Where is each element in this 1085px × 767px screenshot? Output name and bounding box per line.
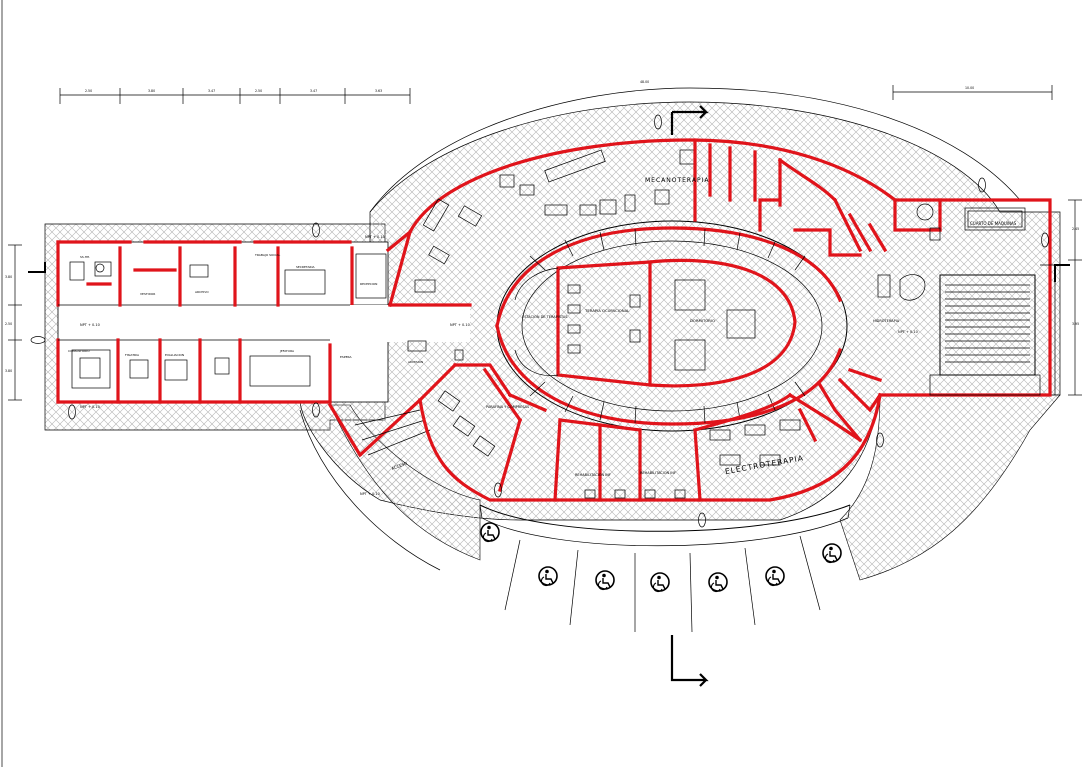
label-acceso: ACCESO (391, 461, 408, 471)
label-vestidor: VESTIDOR (140, 292, 155, 296)
level-mark: NPT + 0.10 (80, 405, 100, 409)
label-admision: ADMISION (408, 360, 423, 364)
oval-building (388, 138, 1056, 502)
label-rehab-1: REHABILITACION INF (575, 473, 611, 477)
label-dormitorio: DORMITORIO (690, 318, 715, 323)
dimension-text: 2.45 (1072, 227, 1079, 231)
label-rehab-2: REHABILITACION INF (640, 471, 676, 475)
dimension-lines (8, 85, 1082, 401)
label-jefatura: JEFATURA (279, 349, 295, 353)
label-hidroterapia: HIDROTERAPIA (873, 319, 900, 323)
level-mark: NPT + 0.10 (80, 323, 100, 327)
dimension-text: 2.50 (255, 89, 262, 93)
dimension-text: 3.95 (1072, 322, 1079, 326)
label-recepcion: RECEPCION (360, 282, 377, 286)
dimension-text: 3.63 (375, 89, 382, 93)
label-sshh: SS.HH. (80, 255, 90, 259)
site-arc-lower (299, 409, 441, 571)
dimension-text: 10.00 (965, 86, 974, 90)
label-consultorio: CONSULTORIO (68, 349, 90, 353)
label-mecanoterapia: MECANOTERAPIA (645, 177, 709, 184)
label-fisiatria: FISIATRIA (125, 353, 140, 357)
dimension-text: 2.50 (5, 322, 12, 326)
label-cuarto-maquinas: CUARTO DE MAQUINAS (970, 221, 1017, 226)
label-trabajo-social: TRABAJO SOCIAL (254, 253, 280, 257)
dimension-text: 48.00 (640, 80, 649, 84)
label-archivo: ARCHIVO (195, 290, 209, 294)
site-arc (369, 87, 1021, 213)
level-marks: NPT + 0.10 NPT + 0.10 NPT + 0.10 NPT + 0… (80, 235, 918, 496)
admin-wing (56, 240, 390, 404)
level-mark: NPT + 0.10 (450, 323, 470, 327)
dimension-labels: 2.50 3.80 3.47 2.50 3.47 3.63 48.00 10.0… (5, 80, 1079, 373)
level-mark: NPT + 0.10 (360, 492, 380, 496)
level-mark: NPT + 0.10 (898, 330, 918, 334)
label-parafina: PARAFINA Y COMPRESAS (486, 405, 530, 409)
label-espera: ESPERA (340, 355, 352, 359)
lobby (327, 229, 472, 458)
label-evaluacion: EVALUACION (165, 353, 184, 357)
dimension-text: 3.47 (208, 89, 215, 93)
section-markers (28, 105, 1070, 687)
label-terapia-ocupacional: TERAPIA OCUPACIONAL (584, 308, 630, 313)
dimension-text: 2.50 (85, 89, 92, 93)
label-estacion-terapistas: ESTACION DE TERAPISTAS (522, 315, 568, 319)
dimension-text: 3.80 (148, 89, 155, 93)
parking (479, 504, 851, 633)
label-secretaria: SECRETARIA (296, 265, 315, 269)
dimension-text: 3.80 (5, 369, 12, 373)
exit-markers (30, 114, 1049, 528)
dimension-text: 3.80 (5, 275, 12, 279)
level-mark: NPT + 0.10 (365, 235, 385, 239)
dimension-text: 3.47 (310, 89, 317, 93)
